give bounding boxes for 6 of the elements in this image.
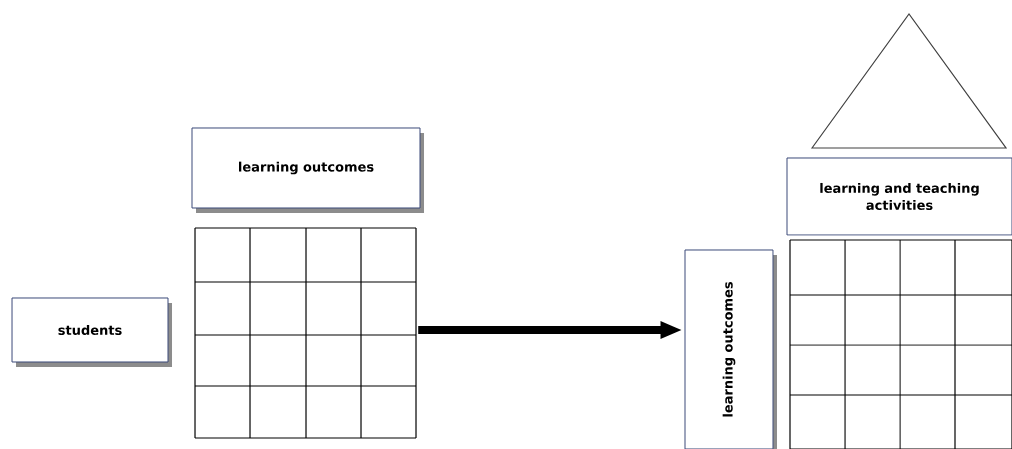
text-box: learning outcomes xyxy=(191,127,424,213)
text-box: learning and teaching activities xyxy=(786,157,1012,236)
text-box: learning outcomes xyxy=(684,249,777,449)
text-box: students xyxy=(11,297,172,367)
grid xyxy=(194,227,417,439)
grid xyxy=(789,239,1012,449)
